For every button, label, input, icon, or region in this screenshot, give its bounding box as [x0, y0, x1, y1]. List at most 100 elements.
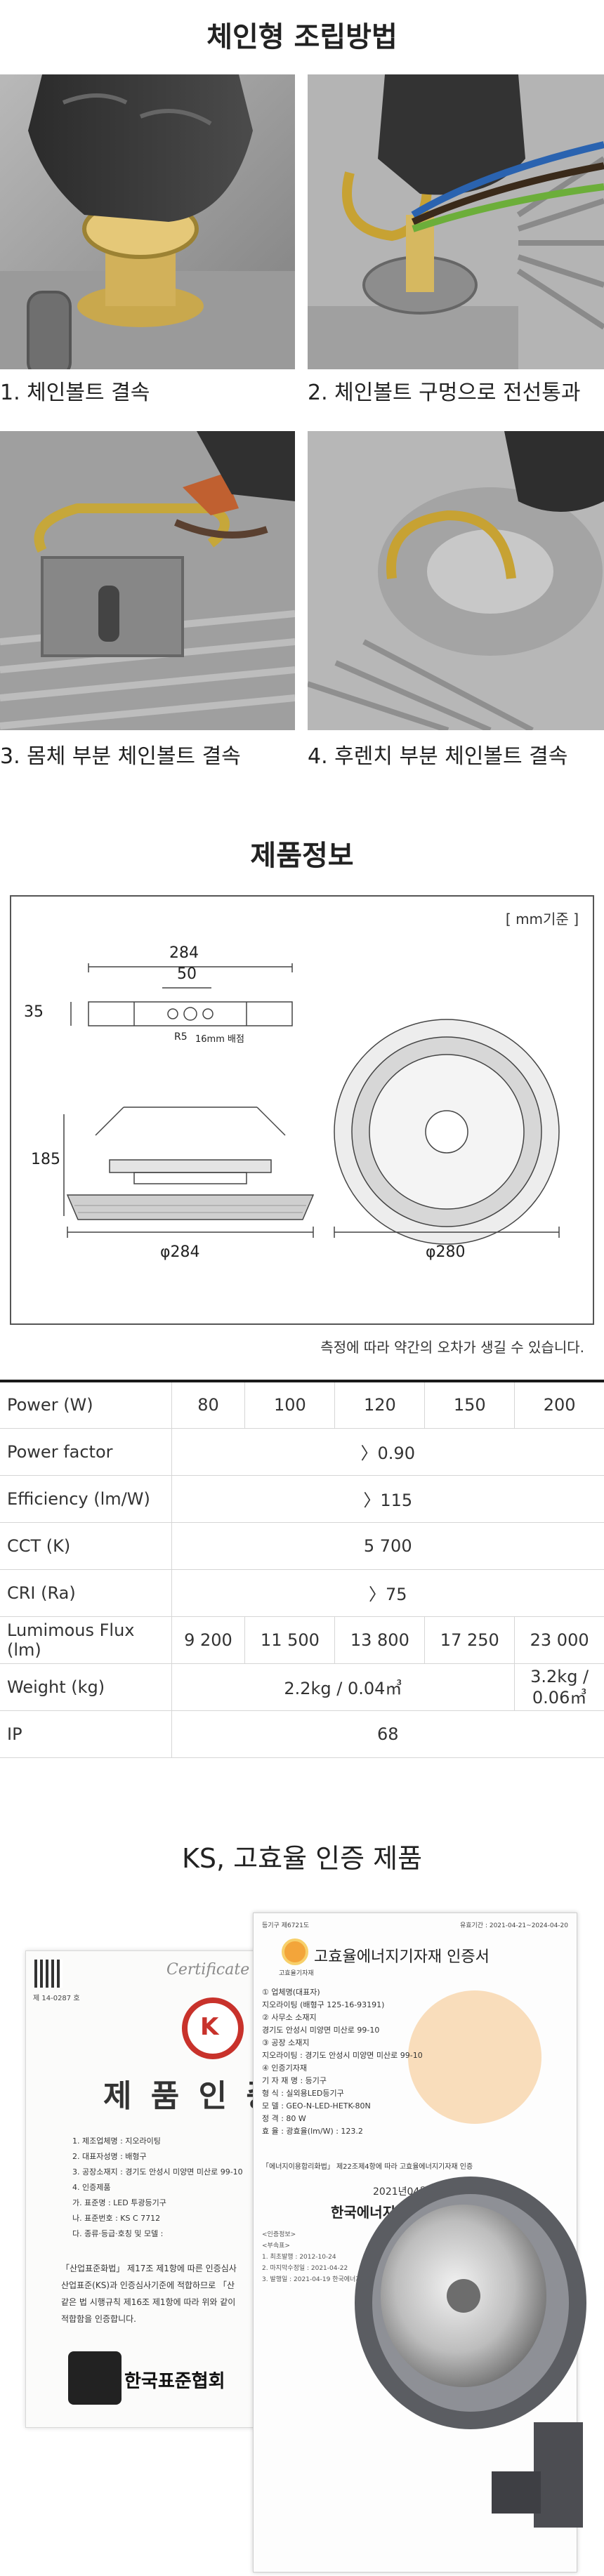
spec-cell: 〉115 [171, 1475, 604, 1523]
spec-row-power: Power (W) 80 100 120 150 200 [0, 1380, 604, 1429]
ks-row: 가. 표준명 : LED 투광등기구 [72, 2198, 166, 2207]
dim-bracket-hole: 50 [177, 965, 197, 983]
spec-cell: 80 [171, 1380, 246, 1429]
spec-cell: 150 [424, 1380, 516, 1429]
eff-row: 형 식 : 실외용LED등기구 [262, 2089, 344, 2098]
dim-side-height: 185 [31, 1151, 60, 1168]
spec-cell: 13 800 [334, 1616, 426, 1664]
eff-footer-line: <인증정보> [262, 2231, 296, 2238]
dim-side-diameter: φ284 [160, 1243, 200, 1261]
eff-header-right: 유효기간 : 2021-04-21~2024-04-20 [459, 1922, 568, 1929]
eff-row: ③ 공장 소재지 [262, 2038, 310, 2047]
spec-row-power-factor: Power factor 〉0.90 [0, 1428, 604, 1476]
ks-logo-icon [182, 1997, 244, 2059]
spec-cell: 5 700 [171, 1522, 604, 1570]
ks-body-line: 산업표준(KS)과 인증심사기준에 적합하므로 「산 [61, 2280, 235, 2290]
dim-bracket-width: 284 [169, 944, 199, 962]
spec-label: Efficiency (lm/W) [0, 1475, 172, 1523]
ks-row: 1. 제조업체명 : 지오라이팅 [72, 2136, 161, 2146]
ks-row: 다. 종류·등급·호칭 및 모델 : [72, 2229, 164, 2238]
dim-bracket-height: 35 [24, 1003, 44, 1021]
assembly-photo-3 [0, 431, 295, 730]
eff-decor-icon [408, 1990, 541, 2124]
eff-row: ② 사무소 소재지 [262, 2013, 317, 2022]
eff-row: ① 업체명(대표자) [262, 1988, 320, 1997]
eff-footer-line: 2. 마지막수정일 : 2021-04-22 [262, 2265, 348, 2272]
assembly-photo-2 [308, 74, 604, 369]
eff-row: 기 자 재 명 : 등기구 [262, 2076, 327, 2085]
assembly-caption-3: 3. 몸체 부분 체인볼트 결속 [0, 744, 241, 769]
eff-footer-line: 1. 최초발행 : 2012-10-24 [262, 2254, 336, 2261]
spec-row-weight: Weight (kg) 2.2kg / 0.04㎥ 3.2kg / 0.06㎥ [0, 1663, 604, 1711]
eff-row: 지오라이팅 (배형구 125-16-93191) [262, 2000, 385, 2009]
ks-seal-icon [68, 2351, 122, 2405]
spec-row-flux: Lumimous Flux (lm) 9 200 11 500 13 800 1… [0, 1616, 604, 1664]
ks-body-line: 적합함을 인증합니다. [61, 2314, 136, 2324]
weight-large-line-1: 3.2kg / [530, 1666, 589, 1686]
certification-title: KS, 고효율 인증 제품 [181, 1843, 423, 1874]
spec-label: Power (W) [0, 1380, 172, 1429]
eff-org-small: 고효율기자재 [279, 1970, 314, 1977]
spec-label: CCT (K) [0, 1522, 172, 1570]
ks-row: 2. 대표자성명 : 배형구 [72, 2152, 147, 2161]
spec-cell: 100 [244, 1380, 336, 1429]
eff-row: 모 델 : GEO-N-LED-HETK-80N [262, 2101, 371, 2111]
eff-footer-line: <부속표> [262, 2243, 290, 2250]
spec-row-cri: CRI (Ra) 〉75 [0, 1569, 604, 1617]
ks-issuer: 한국표준협회 [124, 2371, 225, 2392]
spec-cell: 120 [334, 1380, 426, 1429]
dim-radius: R5 [174, 1031, 188, 1043]
spec-cell: 23 000 [514, 1616, 604, 1664]
product-photo [351, 2141, 590, 2576]
spec-cell: 3.2kg / 0.06㎥ [514, 1663, 604, 1711]
eff-logo-icon [282, 1938, 308, 1965]
spec-row-cct: CCT (K) 5 700 [0, 1522, 604, 1570]
ks-body: 「산업표준화법」 제17조 제1항에 따른 인증심사 산업표준(KS)과 인증심… [61, 2260, 237, 2327]
dim-front-diameter: φ280 [426, 1243, 466, 1261]
weight-large-line-2: 0.06㎥ [532, 1687, 587, 1708]
spec-cell: 17 250 [424, 1616, 516, 1664]
eff-header-left: 등기구 제6721도 [262, 1922, 310, 1929]
assembly-title: 체인형 조립방법 [206, 21, 398, 53]
spec-cell: 〉0.90 [171, 1428, 604, 1476]
eff-row: 효 율 : 광효율(lm/W) : 123.2 [262, 2127, 363, 2136]
spec-cell: 〉75 [171, 1569, 604, 1617]
spec-cell: 9 200 [171, 1616, 246, 1664]
spec-cell: 68 [171, 1710, 604, 1758]
product-info-title: 제품정보 [250, 840, 354, 872]
ks-body-line: 같은 법 시행규칙 제16조 제1항에 따라 위와 같이 [61, 2297, 236, 2307]
ks-logo-mark: K [200, 2013, 219, 2041]
assembly-photo-1 [0, 74, 295, 369]
ks-header-no: 제 14-0287 호 [33, 1995, 80, 2002]
spec-label: Power factor [0, 1428, 172, 1476]
spec-row-efficiency: Efficiency (lm/W) 〉115 [0, 1475, 604, 1523]
spec-cell: 200 [514, 1380, 604, 1429]
spec-label: Lumimous Flux (lm) [0, 1616, 172, 1664]
eff-title: 고효율에너지기자재 인증서 [314, 1948, 490, 1966]
eff-row: ④ 인증기자재 [262, 2063, 307, 2073]
spec-cell: 2.2kg / 0.04㎥ [171, 1663, 516, 1711]
dim-hole-note: 16mm 배점 [195, 1034, 244, 1045]
assembly-caption-1: 1. 체인볼트 결속 [0, 381, 150, 405]
spec-cell: 11 500 [244, 1616, 336, 1664]
spec-label: IP [0, 1710, 172, 1758]
ks-row: 나. 표준번호 : KS C 7712 [72, 2214, 161, 2223]
spec-row-ip: IP 68 [0, 1710, 604, 1758]
ks-qr-icon [34, 1960, 63, 1988]
eff-footer: <인증정보> <부속표> 1. 최초발행 : 2012-10-24 2. 마지막… [262, 2229, 373, 2285]
ks-script: Certificate [166, 1961, 250, 1979]
eff-row: 정 격 : 80 W [262, 2114, 306, 2123]
tolerance-note: 측정에 따라 약간의 오차가 생길 수 있습니다. [320, 1339, 584, 1356]
spec-table: Power (W) 80 100 120 150 200 Power facto… [0, 1380, 604, 1758]
assembly-caption-4: 4. 후렌치 부분 체인볼트 결속 [308, 744, 568, 769]
ks-row: 4. 인증제품 [72, 2183, 111, 2192]
spec-label: Weight (kg) [0, 1663, 172, 1711]
eff-row: 경기도 안성시 미양면 미산로 99-10 [262, 2026, 380, 2035]
ks-body-line: 「산업표준화법」 제17조 제1항에 따른 인증심사 [61, 2264, 237, 2273]
dimension-drawing: [ mm기준 ] [10, 895, 594, 1325]
assembly-caption-2: 2. 체인볼트 구멍으로 전선통과 [308, 381, 581, 405]
eff-footer-line: 3. 발행일 : 2021-04-19 한국에너지공단 [262, 2276, 374, 2283]
ks-row: 3. 공장소재지 : 경기도 안성시 미양면 미산로 99-10 [72, 2167, 243, 2177]
eff-rows: ① 업체명(대표자) 지오라이팅 (배형구 125-16-93191) ② 사무… [262, 1986, 423, 2138]
unit-label: [ mm기준 ] [505, 911, 579, 927]
